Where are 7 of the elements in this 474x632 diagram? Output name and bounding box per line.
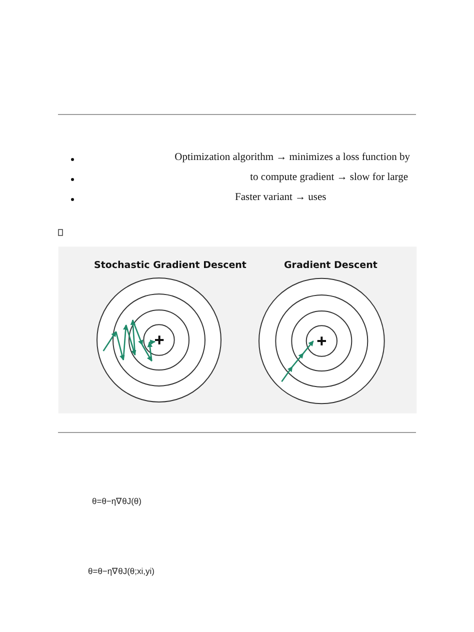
bullet-text: to compute gradient → slow for large [250,172,408,183]
bullet-text: Faster variant → uses [235,192,326,203]
panel-title: Stochastic Gradient Descent [94,260,246,271]
bullet-text: Optimization algorithm → minimizes a loss function by [174,152,410,163]
panel-title: Gradient Descent [284,260,378,271]
formula: θ=θ−η∇θJ(θ) [92,496,142,506]
formula: θ=θ−η∇θJ(θ;xi,yi) [88,566,154,576]
